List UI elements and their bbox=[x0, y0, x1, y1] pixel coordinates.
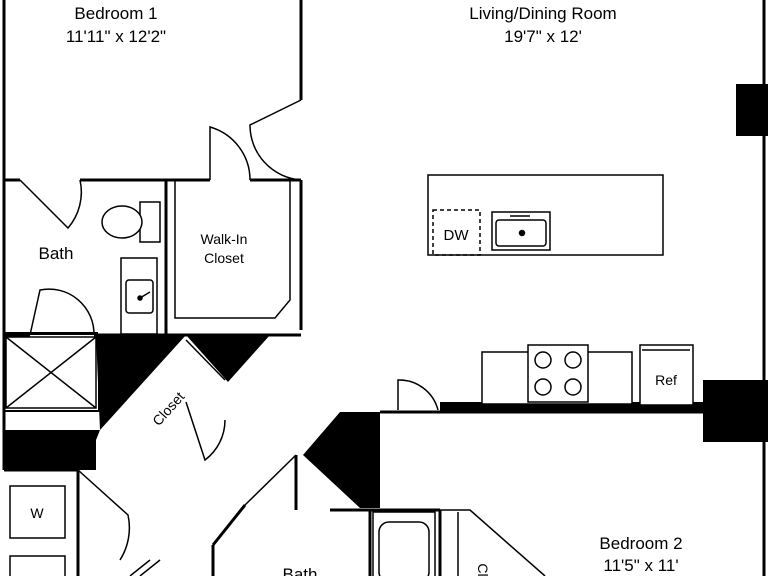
washer bbox=[9, 485, 66, 539]
washer-label: W bbox=[30, 505, 44, 521]
bath2-fixtures bbox=[372, 511, 459, 576]
dishwasher-label: DW bbox=[444, 227, 470, 244]
toilet-tank bbox=[139, 201, 161, 243]
sink-faucet bbox=[139, 291, 151, 299]
bedroom1-name: Bedroom 1 bbox=[74, 4, 157, 23]
door-bath2-arc bbox=[139, 559, 161, 576]
closet-name: Closet bbox=[149, 388, 188, 428]
laundry-shelf bbox=[129, 559, 151, 576]
kitchen-counter bbox=[481, 344, 694, 406]
wall-block-right-top bbox=[736, 84, 768, 136]
door-closet bbox=[185, 339, 226, 462]
door-walkin bbox=[209, 126, 251, 181]
living-dims: 19'7" x 12' bbox=[504, 27, 582, 46]
door-bedroom1 bbox=[249, 99, 302, 181]
burner-1 bbox=[534, 351, 552, 369]
refrigerator bbox=[639, 344, 694, 406]
door-shower bbox=[29, 288, 95, 336]
bath1-fixtures bbox=[101, 201, 161, 335]
walkin-closet-shelf bbox=[174, 180, 291, 319]
wall-block-center bbox=[4, 335, 186, 470]
closet2-name: Cl bbox=[475, 563, 491, 576]
burner-2 bbox=[564, 351, 582, 369]
door-bath1 bbox=[19, 179, 83, 230]
bath1-name: Bath bbox=[39, 244, 74, 263]
bath2-name: Bath bbox=[283, 565, 318, 576]
wall-block-center-right bbox=[186, 335, 270, 382]
shower-base bbox=[5, 336, 97, 409]
solid-walls bbox=[4, 84, 768, 508]
bedroom2-dims: 11'5" x 11' bbox=[603, 556, 678, 575]
range bbox=[527, 344, 589, 403]
burner-4 bbox=[564, 378, 582, 396]
burner-3 bbox=[534, 378, 552, 396]
door-laundry bbox=[77, 469, 131, 561]
wall-block-right-bottom bbox=[703, 380, 768, 442]
wall-bath2-left-diag bbox=[211, 504, 247, 546]
kitchen-drain bbox=[518, 229, 526, 237]
bedroom2-name: Bedroom 2 bbox=[599, 534, 682, 553]
door-bath2 bbox=[244, 454, 297, 506]
toilet-bowl bbox=[101, 205, 143, 239]
dishwasher bbox=[432, 209, 481, 256]
laundry bbox=[9, 485, 151, 576]
shower-x2 bbox=[5, 336, 97, 409]
shower bbox=[5, 336, 97, 409]
wall-kitchen-counter-bar bbox=[440, 402, 705, 412]
bathtub-inner bbox=[378, 521, 430, 576]
walkin-line1: Walk-In bbox=[201, 231, 248, 247]
bedroom1-dims: 11'11" x 12'2" bbox=[66, 27, 166, 46]
door-closet2 bbox=[440, 509, 546, 576]
kitchen-island bbox=[427, 174, 664, 256]
refrigerator-label: Ref bbox=[655, 372, 677, 388]
dryer bbox=[9, 555, 66, 576]
living-name: Living/Dining Room bbox=[469, 4, 616, 23]
door-kitchen bbox=[397, 379, 439, 411]
doors bbox=[19, 99, 546, 576]
walkin-line2: Closet bbox=[204, 250, 244, 266]
kitchen-sink-basin bbox=[495, 219, 547, 247]
wall-block-bath2 bbox=[303, 412, 380, 508]
